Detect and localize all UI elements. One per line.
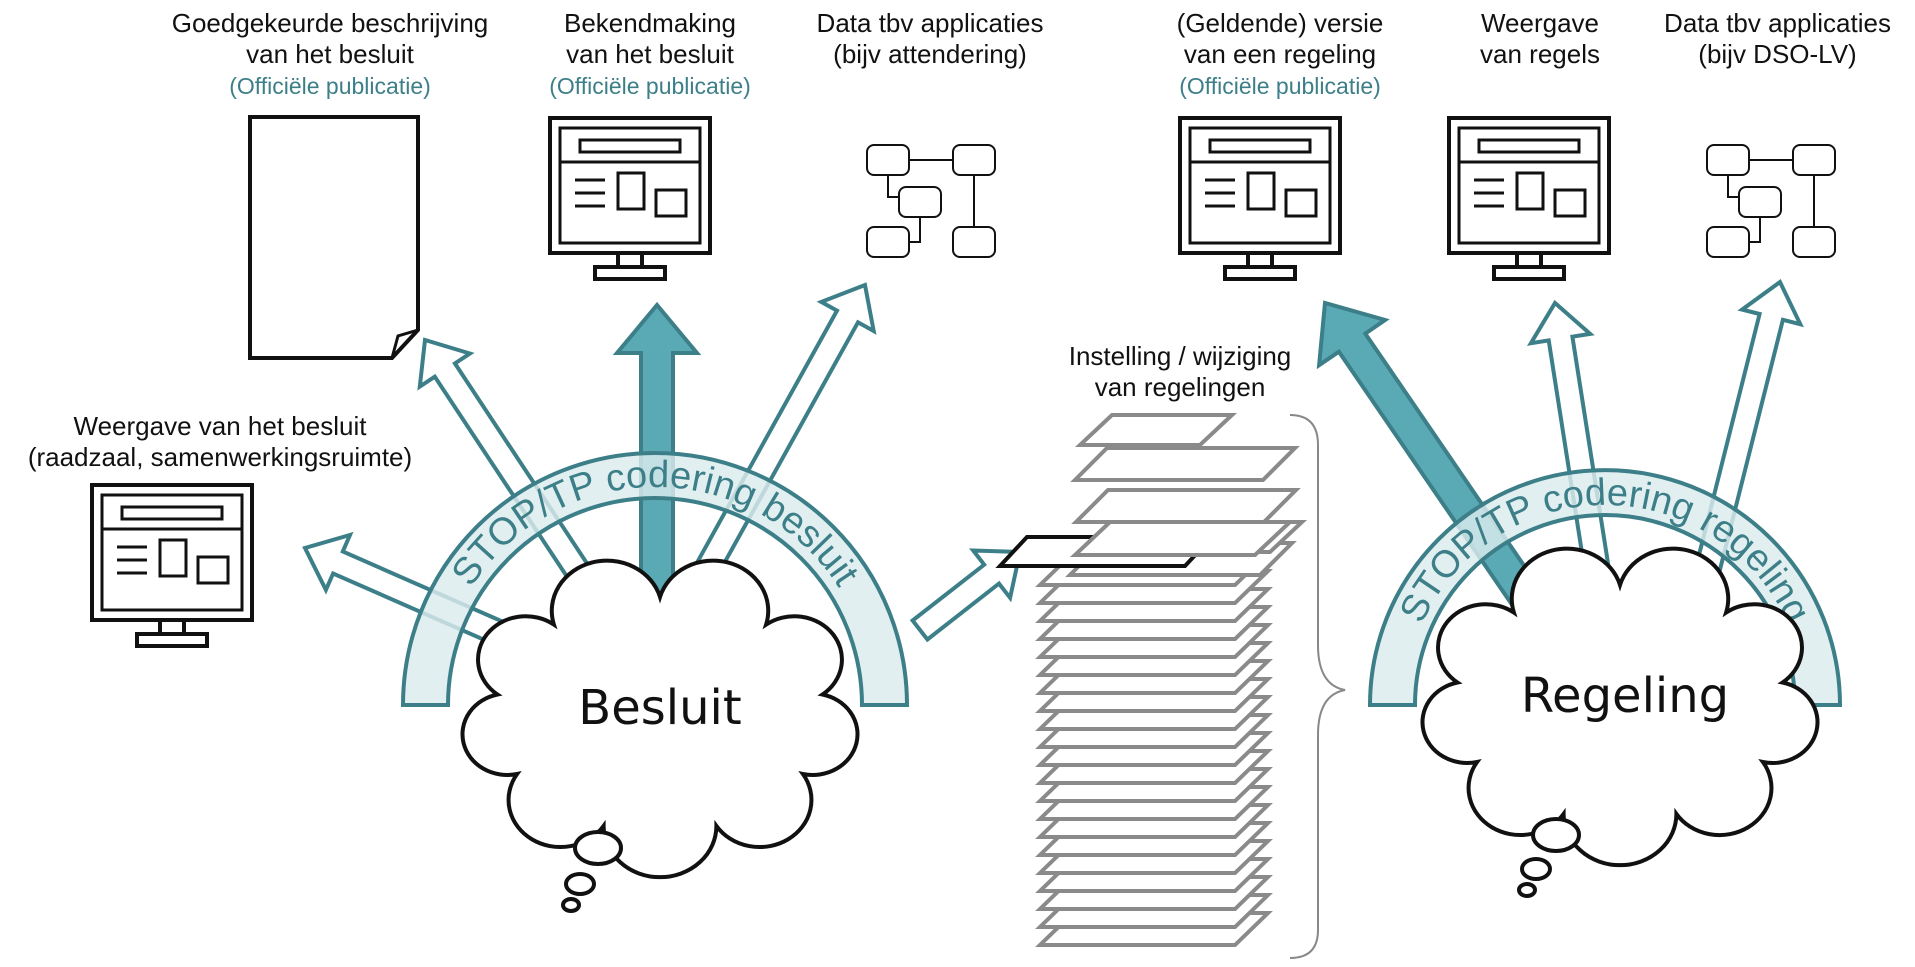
middle-label-line1: Instelling / wijziging [1068,341,1292,371]
thought-bubble [1517,882,1537,898]
data-dso-lv-icon [1706,144,1836,258]
output-label-line2: van het besluit [566,39,734,69]
output-label-line1: Goedgekeurde beschrijving [171,8,489,38]
arrow-to-stack [909,548,1023,643]
output-label-weergave-besluit: Weergave van het besluit (raadzaal, same… [0,411,440,473]
output-label-line1: Bekendmaking [564,8,736,38]
page-sheet [1070,446,1300,482]
coding-band-regeling [1367,468,1843,707]
output-label-line2: (raadzaal, samenwerkingsruimte) [27,442,413,472]
output-label-line1: Data tbv applicaties [816,8,1044,38]
cloud-label-regeling: Regeling [1520,668,1730,724]
official-publication-tag: (Officiële publicatie) [1179,73,1381,99]
output-label-data-dso-lv: Data tbv applicaties (bijv DSO-LV) [1640,8,1915,70]
output-label-line1: (Geldende) versie [1176,8,1384,38]
output-label-goedgekeurde-beschrijving: Goedgekeurde beschrijving van het beslui… [145,8,515,102]
page-sheet [1069,520,1296,557]
official-publication-tag: (Officiële publicatie) [549,73,751,99]
thought-bubble [573,830,623,866]
arrow-to-data-attendering [676,282,877,609]
output-label-line2: (bijv DSO-LV) [1698,39,1857,69]
output-label-line1: Weergave van het besluit [73,411,367,441]
output-label-line1: Weergave [1480,8,1600,38]
document-fold [390,328,419,359]
cloud-label-besluit: Besluit [578,680,742,736]
thought-bubble [1531,817,1581,853]
cloud-besluit [460,558,860,913]
middle-label-instelling-wijziging: Instelling / wijziging van regelingen [1030,341,1330,403]
curly-brace [1289,414,1346,959]
output-label-geldende-versie: (Geldende) versie van een regeling (Offi… [1140,8,1420,102]
official-publication-tag: (Officiële publicatie) [229,73,431,99]
output-label-line2: van een regeling [1183,39,1377,69]
output-label-data-attendering: Data tbv applicaties (bijv attendering) [800,8,1060,70]
page-stack-icon [995,413,1308,947]
document-icon [248,115,420,360]
page-sheet [1071,488,1301,524]
weergave-besluit-monitor-icon [90,483,254,648]
output-label-line2: van het besluit [246,39,414,69]
output-label-line2: van regels [1480,39,1600,69]
thought-bubble [564,872,596,896]
bekendmaking-monitor-icon [548,116,712,281]
coding-band-besluit [400,451,910,707]
geldende-versie-monitor-icon [1178,116,1342,281]
page-sheet [1074,413,1238,447]
output-label-weergave-regels: Weergave van regels [1440,8,1640,70]
middle-label-line2: van regelingen [1094,372,1266,402]
cloud-besluit-outline [460,558,860,880]
weergave-regels-monitor-icon [1447,116,1611,281]
output-label-line1: Data tbv applicaties [1664,8,1891,38]
thought-bubble [561,897,581,913]
output-label-bekendmaking: Bekendmaking van het besluit (Officiële … [520,8,780,102]
cloud-regeling-outline [1420,546,1820,868]
data-attendering-icon [866,144,996,258]
output-label-line2: (bijv attendering) [833,39,1027,69]
cloud-regeling [1420,546,1820,898]
thought-bubble [1520,857,1552,881]
